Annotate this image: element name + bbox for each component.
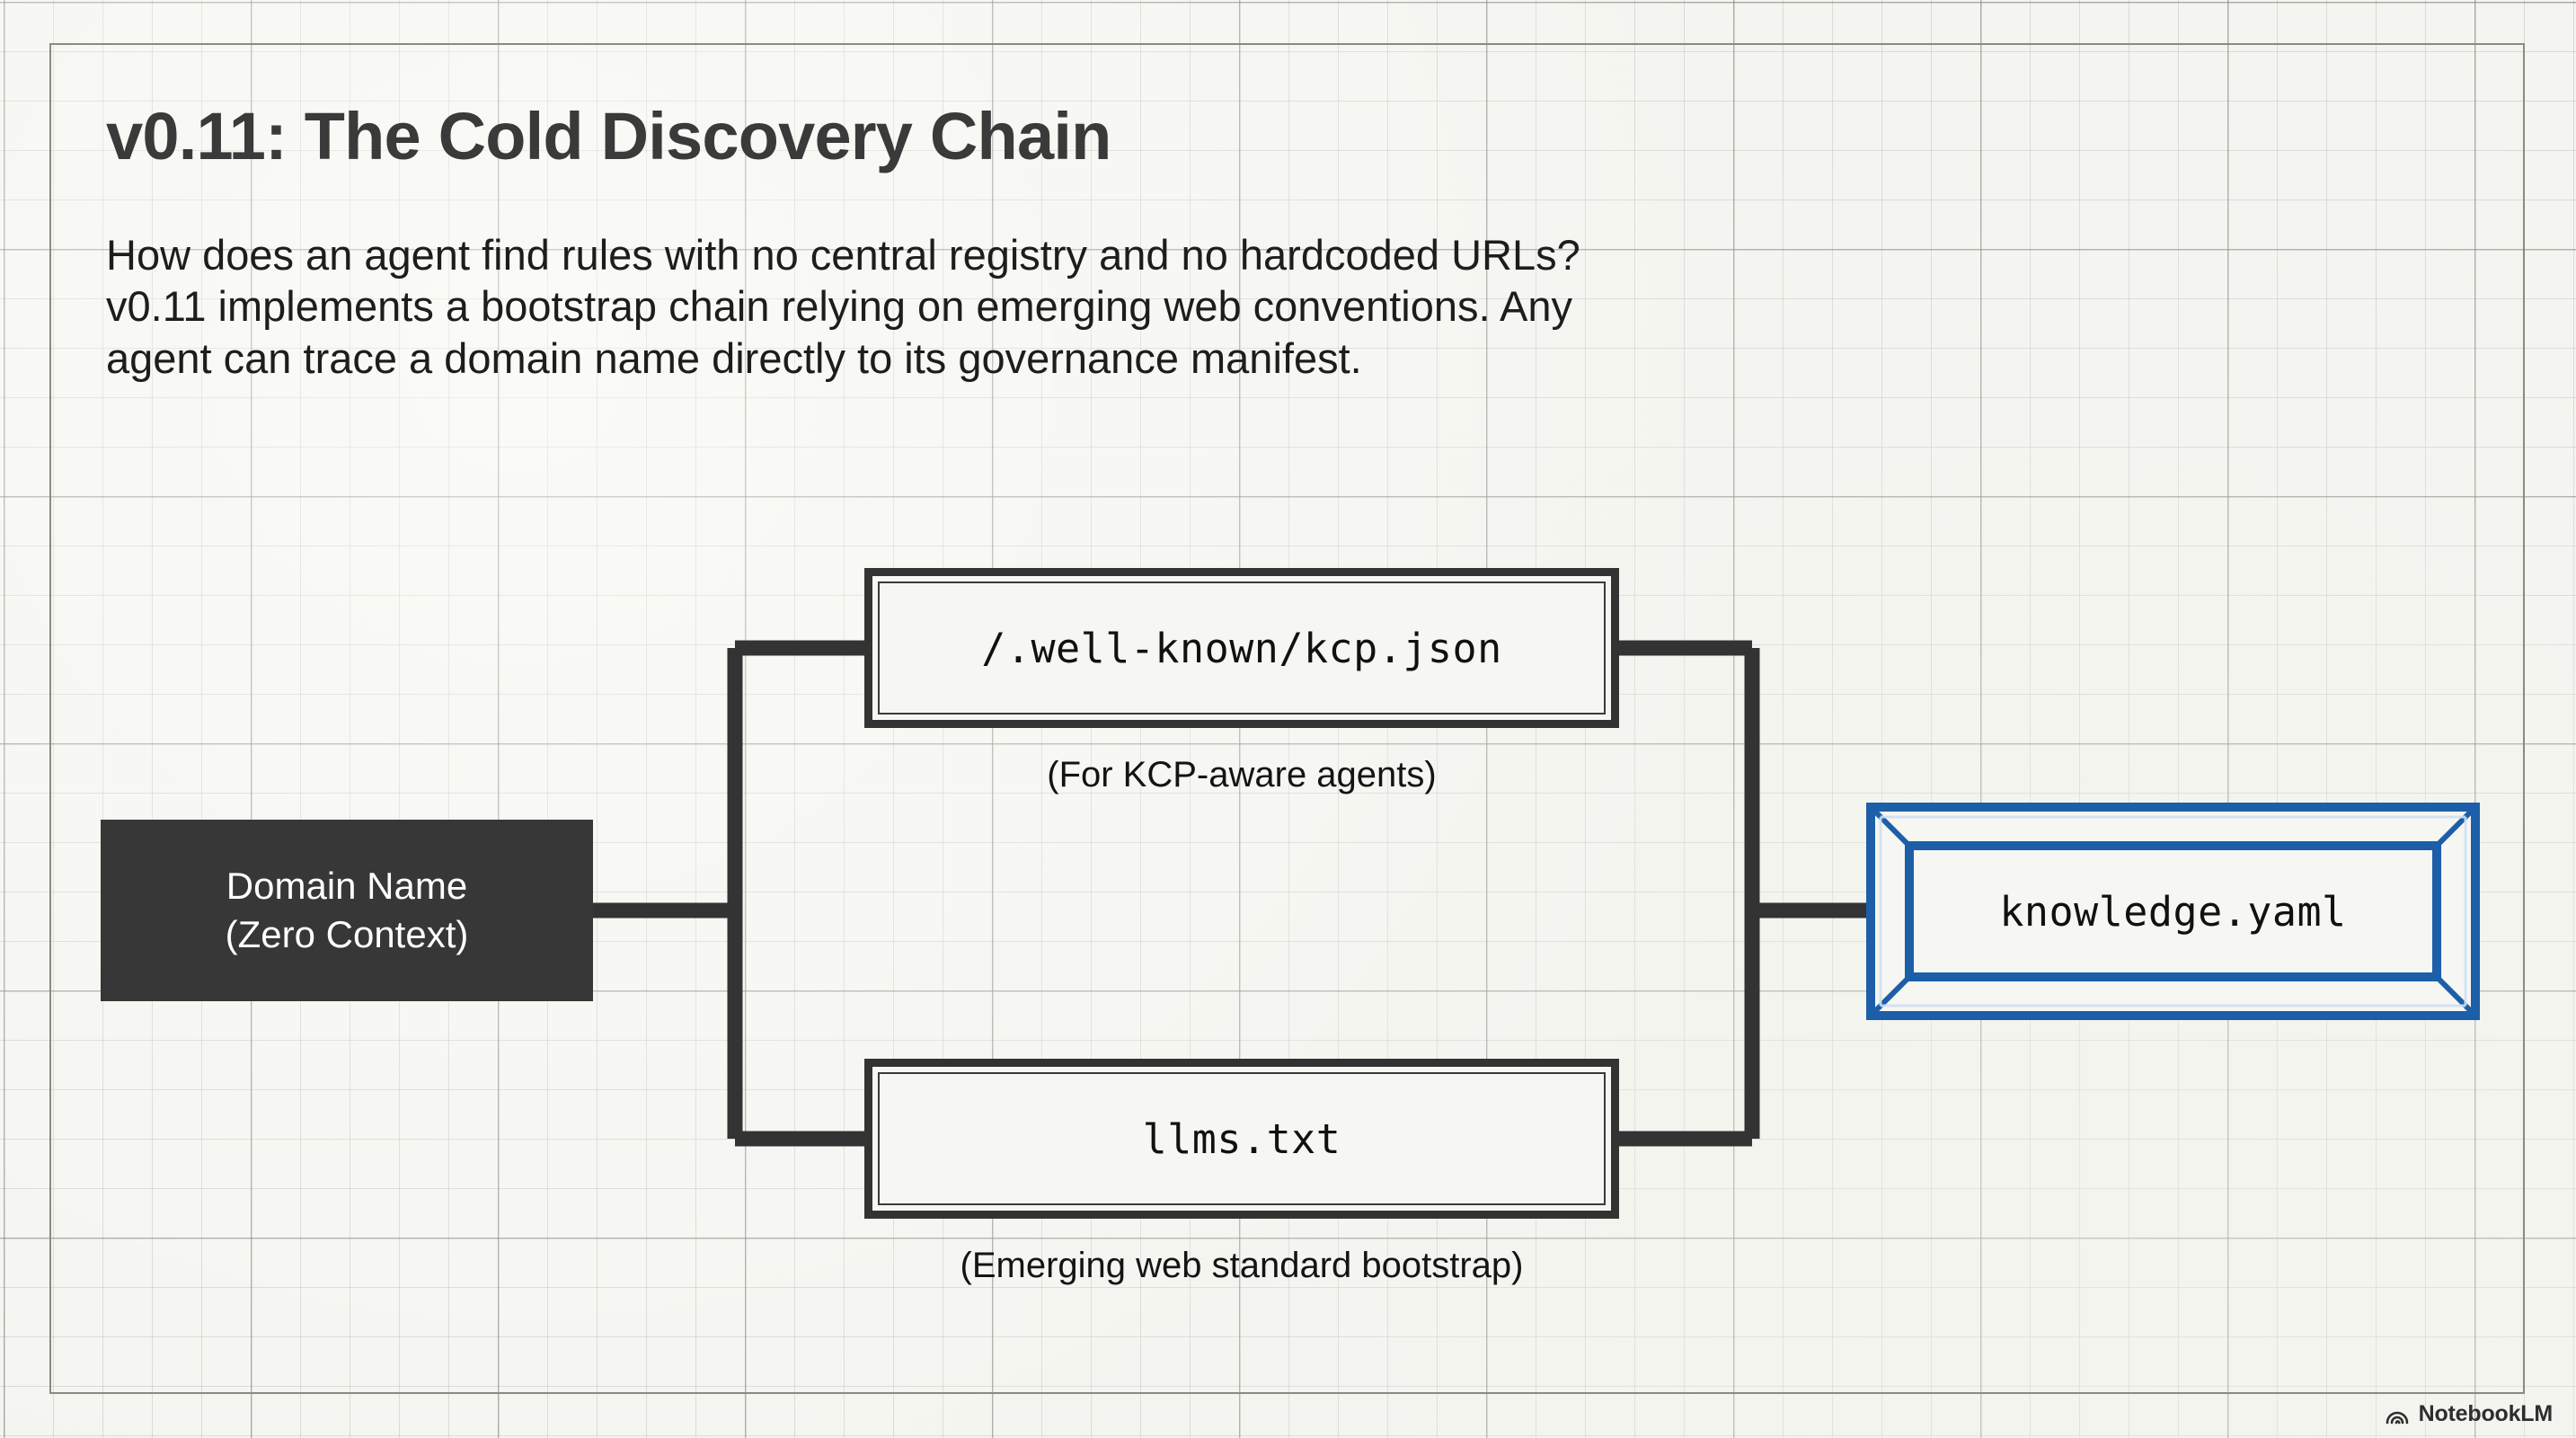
node-well-known-label: /.well-known/kcp.json [981,624,1502,672]
caption-llms: (Emerging web standard bootstrap) [960,1246,1524,1285]
page-title: v0.11: The Cold Discovery Chain [106,99,1111,173]
node-domain-name[interactable]: Domain Name (Zero Context) [101,820,593,1001]
node-well-known-kcp-json[interactable]: /.well-known/kcp.json [864,568,1619,728]
node-llms-txt[interactable]: llms.txt [864,1059,1619,1219]
notebooklm-watermark: NotebookLM [2385,1401,2553,1427]
node-knowledge-yaml-label: knowledge.yaml [1999,887,2347,936]
node-llms-label: llms.txt [1142,1114,1341,1163]
page-description: How does an agent find rules with no cen… [106,231,1580,382]
node-knowledge-yaml[interactable]: knowledge.yaml [1866,803,2480,1020]
notebooklm-spiral-icon [2386,1411,2408,1424]
caption-well-known: (For KCP-aware agents) [1047,755,1437,794]
notebooklm-watermark-label: NotebookLM [2418,1401,2554,1426]
node-domain-name-label: Domain Name (Zero Context) [225,865,469,955]
